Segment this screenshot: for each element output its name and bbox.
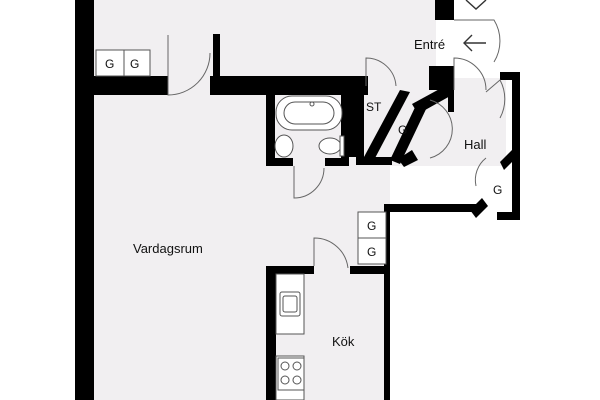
storage-label-g: G <box>130 57 139 71</box>
storage-label-g: G <box>367 245 376 259</box>
arrow-left-icon <box>463 34 486 52</box>
floor-area <box>94 0 506 400</box>
walls <box>75 0 520 400</box>
storage-label-g: G <box>367 219 376 233</box>
kitchen-sink-icon <box>279 291 301 317</box>
room-label-vardagsrum: Vardagsrum <box>133 241 203 256</box>
room-label-kok: Kök <box>332 334 355 349</box>
storage-label-st: ST <box>366 100 382 114</box>
stove-icon <box>277 357 305 391</box>
door-swings <box>167 19 506 269</box>
arrow-down-icon <box>465 0 487 10</box>
storage-label-g: G <box>493 183 502 197</box>
storage-label-g: G <box>398 123 407 137</box>
room-label-entre: Entré <box>414 37 445 52</box>
storage-label-g: G <box>105 57 114 71</box>
washbasin-icon <box>274 134 294 158</box>
toilet-icon <box>318 135 345 157</box>
bathtub-icon <box>275 95 343 131</box>
room-label-hall: Hall <box>464 137 487 152</box>
